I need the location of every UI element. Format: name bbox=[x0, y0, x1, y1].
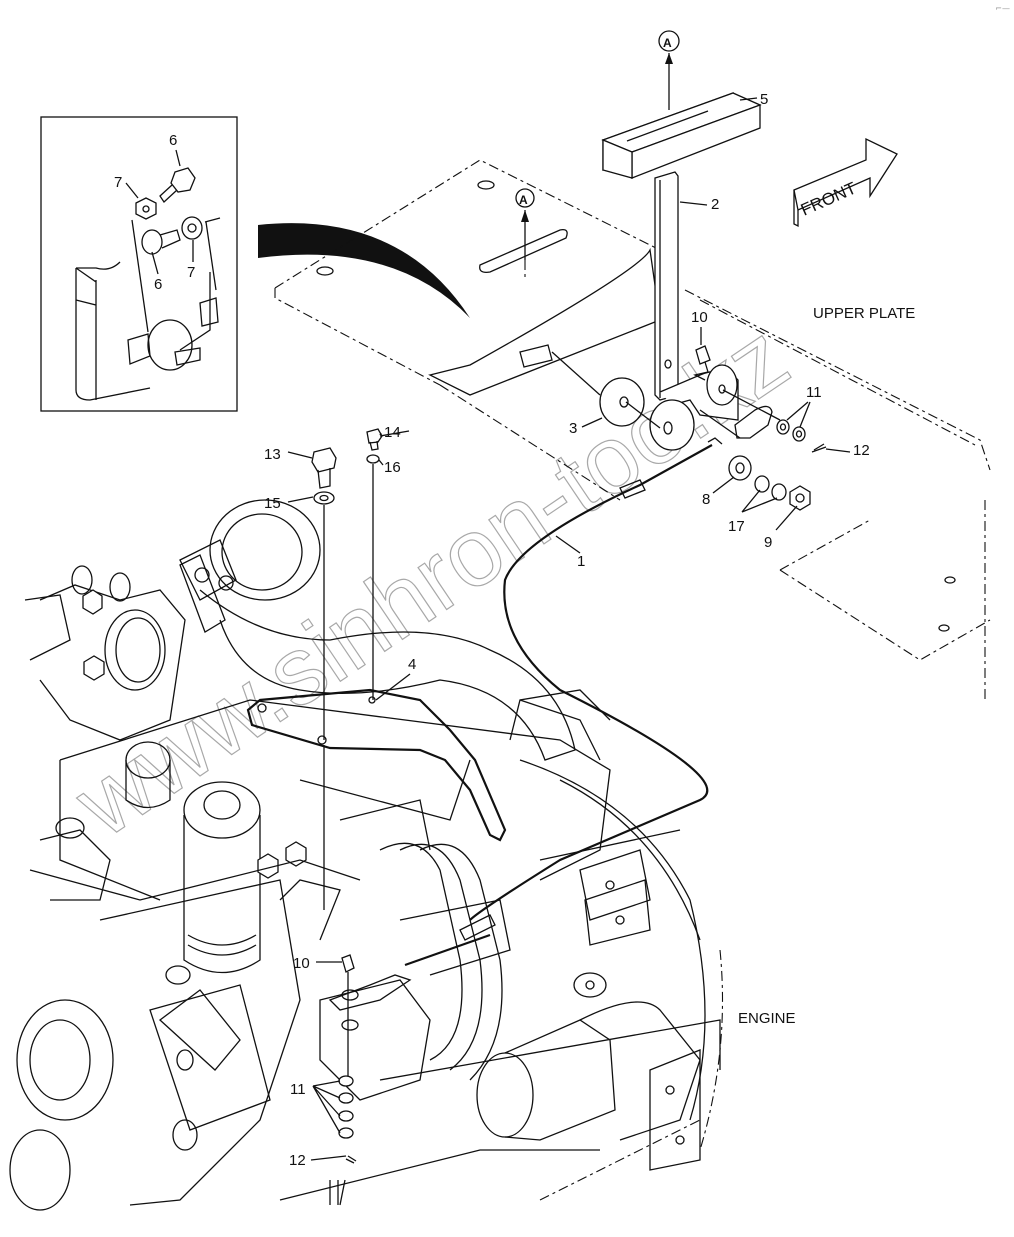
callout-16: 16 bbox=[384, 459, 401, 476]
engine-label: ENGINE bbox=[738, 1010, 796, 1027]
callout-7-right: 7 bbox=[187, 264, 195, 281]
callout-11-lower: 11 bbox=[290, 1081, 306, 1098]
detail-inset: 6 7 6 7 bbox=[40, 116, 238, 412]
callout-12-lower: 12 bbox=[289, 1152, 306, 1169]
callout-12-upper: 12 bbox=[853, 442, 870, 459]
upper-plate-label: UPPER PLATE bbox=[813, 305, 915, 322]
callouts: 5 2 3 10 11 12 8 17 9 1 4 13 14 15 16 10… bbox=[264, 91, 870, 1169]
callout-13: 13 bbox=[264, 446, 281, 463]
inset-tab-right bbox=[199, 297, 219, 327]
callout-9: 9 bbox=[764, 534, 772, 551]
upper-plate bbox=[274, 159, 991, 700]
callout-5: 5 bbox=[760, 91, 768, 108]
control-cable bbox=[404, 437, 723, 967]
engine bbox=[9, 499, 724, 1211]
bolt-14-group bbox=[366, 428, 383, 700]
callout-7-left: 7 bbox=[114, 174, 122, 191]
callout-15: 15 bbox=[264, 495, 281, 512]
callout-10-lower: 10 bbox=[293, 955, 310, 972]
inset-nut-left bbox=[135, 197, 157, 220]
callout-10-upper: 10 bbox=[691, 309, 708, 326]
inset-frame bbox=[40, 116, 238, 412]
pin-10-lower bbox=[341, 954, 355, 973]
view-ref-a-label-upper: A bbox=[663, 36, 672, 50]
callout-6-lower: 6 bbox=[154, 276, 162, 293]
inset-boss bbox=[147, 319, 193, 371]
front-direction-arrow: FRONT bbox=[793, 137, 898, 228]
inset-bolt-lower bbox=[141, 229, 181, 255]
inset-bolt-upper bbox=[159, 167, 196, 203]
callout-11-upper: 11 bbox=[806, 384, 822, 401]
callout-6-upper: 6 bbox=[169, 132, 177, 149]
corner-mark: ⌐— bbox=[995, 4, 1010, 13]
lever-assembly: A bbox=[519, 30, 827, 511]
pin-10 bbox=[695, 345, 711, 365]
view-ref-a-plate: A bbox=[515, 188, 535, 280]
inset-stud bbox=[174, 347, 201, 366]
callout-14: 14 bbox=[384, 424, 401, 441]
callout-8: 8 bbox=[702, 491, 710, 508]
callout-2: 2 bbox=[711, 196, 719, 213]
engine-bracket bbox=[246, 688, 507, 842]
view-ref-a-label-lower: A bbox=[519, 193, 528, 207]
lever-arm bbox=[654, 171, 679, 401]
callout-1: 1 bbox=[577, 553, 585, 570]
inset-bracket-outline bbox=[75, 268, 151, 401]
inset-nut-right bbox=[181, 216, 203, 240]
detail-pointer-arrow bbox=[258, 223, 470, 318]
inset-tab-left bbox=[127, 333, 151, 365]
plate-washer bbox=[599, 377, 645, 427]
callout-17: 17 bbox=[728, 518, 745, 535]
bolt-13-group bbox=[311, 447, 337, 910]
callout-3: 3 bbox=[569, 420, 577, 437]
callout-4: 4 bbox=[408, 656, 416, 673]
